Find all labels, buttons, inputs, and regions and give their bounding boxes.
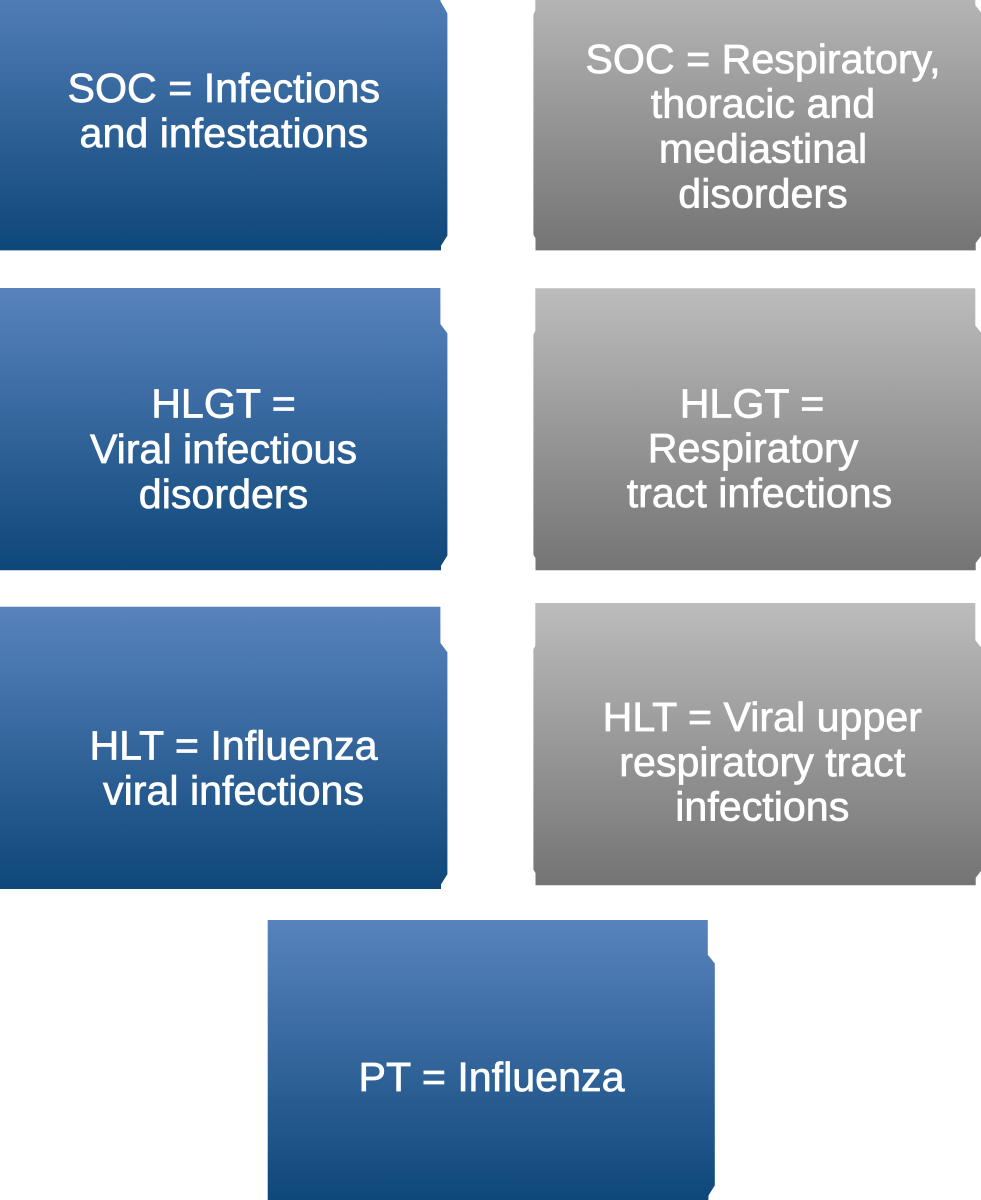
svg-text:infections: infections <box>675 784 849 830</box>
svg-text:mediastinal: mediastinal <box>659 126 867 172</box>
svg-text:respiratory tract: respiratory tract <box>619 739 906 785</box>
svg-text:HLT = Influenza: HLT = Influenza <box>89 723 377 769</box>
svg-text:PT = Influenza: PT = Influenza <box>359 1054 625 1100</box>
svg-text:Viral infectious: Viral infectious <box>90 426 357 472</box>
svg-text:disorders: disorders <box>139 471 308 517</box>
svg-text:SOC = Infections: SOC = Infections <box>68 65 381 111</box>
svg-text:thoracic and: thoracic and <box>651 81 875 127</box>
svg-text:disorders: disorders <box>678 170 847 216</box>
svg-text:HLGT =: HLGT = <box>680 381 825 427</box>
svg-text:tract infections: tract infections <box>627 470 893 516</box>
svg-text:viral infections: viral infections <box>103 768 364 814</box>
svg-text:HLGT =: HLGT = <box>151 381 296 427</box>
svg-text:Respiratory: Respiratory <box>648 425 859 471</box>
svg-text:and infestations: and infestations <box>80 110 369 156</box>
svg-text:SOC = Respiratory,: SOC = Respiratory, <box>585 36 940 82</box>
svg-text:HLT = Viral upper: HLT = Viral upper <box>603 694 923 740</box>
